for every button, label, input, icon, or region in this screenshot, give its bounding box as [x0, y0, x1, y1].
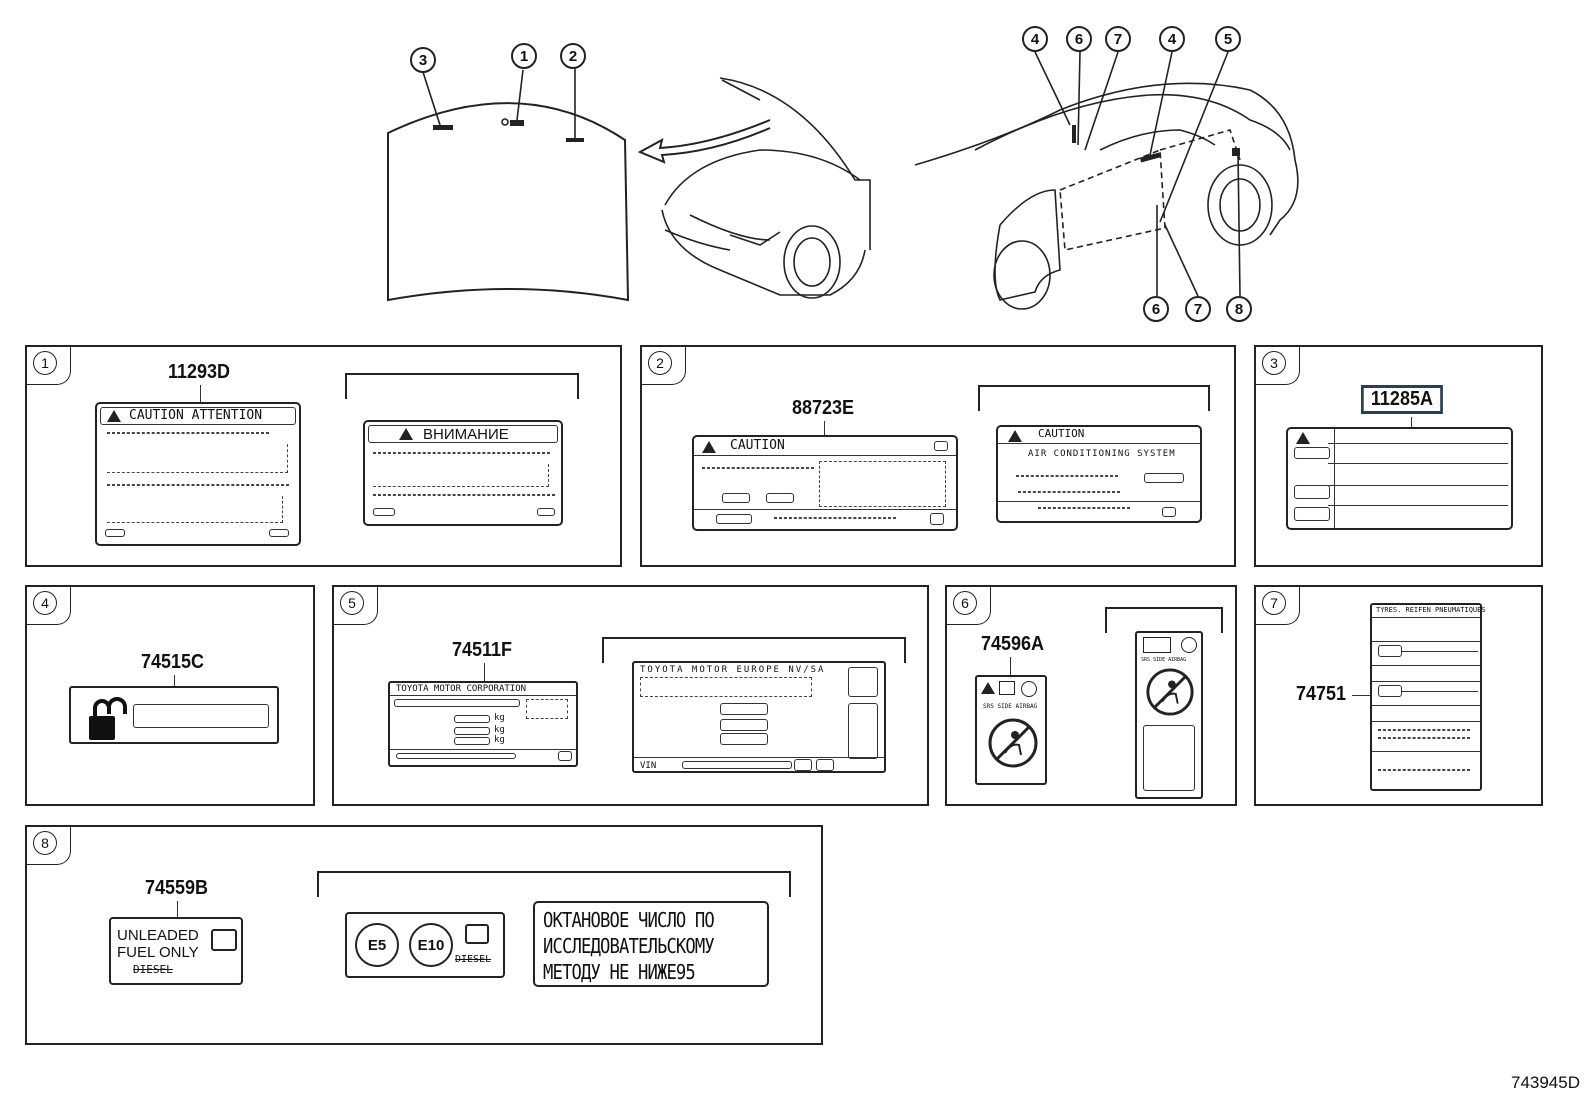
part-number: 74751: [1296, 683, 1347, 705]
panel-number-badge: 7: [1254, 585, 1300, 625]
panel-8: 8 74559B UNLEADED FUEL ONLY DIESEL E5 E1…: [25, 825, 823, 1045]
panel-7: 7 74751 TYRES. REIFEN PNEUMATIQUES: [1254, 585, 1543, 806]
unleaded-fuel-text: UNLEADED FUEL ONLY: [117, 927, 199, 961]
panel-number-badge: 2: [640, 345, 686, 385]
info-label: [1286, 427, 1513, 530]
side-callout-5: 5: [1215, 26, 1241, 52]
caution-caption-b: CAUTION: [1038, 427, 1085, 440]
side-callout-7a: 7: [1105, 26, 1131, 52]
panel-5: 5 74511F TOYOTA MOTOR CORPORATION kg kg …: [332, 585, 929, 806]
caution-caption: CAUTION: [730, 438, 785, 453]
caution-label-english: CAUTION ATTENTION: [95, 402, 301, 546]
part-number: 74559B: [145, 877, 209, 899]
hood-callout-1: 1: [511, 43, 537, 69]
side-callout-4b: 4: [1159, 26, 1185, 52]
side-callout-6a: 6: [1066, 26, 1092, 52]
ac-system-text: AIR CONDITIONING SYSTEM: [1028, 449, 1176, 459]
lock-label: [69, 686, 279, 744]
variant-bracket: [1105, 607, 1223, 633]
no-child-seat-icon: [1146, 668, 1194, 716]
e5-badge: E5: [355, 923, 399, 967]
panel-4: 4 74515C: [25, 585, 315, 806]
octane-label-russian: ОКТАНОВОЕ ЧИСЛО ПО ИССЛЕДОВАТЕЛЬСКОМУ МЕ…: [533, 901, 769, 987]
side-callout-4a: 4: [1022, 26, 1048, 52]
caution-caption: CAUTION ATTENTION: [129, 408, 263, 423]
tyre-label-title: TYRES. REIFEN PNEUMATIQUES: [1376, 606, 1486, 614]
vin-label: VIN: [640, 761, 657, 771]
unit-kg: kg: [494, 725, 505, 735]
panel-number-badge: 3: [1254, 345, 1300, 385]
variant-bracket: [602, 637, 906, 663]
caution-label-russian: ВНИМАНИЕ: [363, 420, 563, 526]
part-number: 11285A: [1361, 385, 1443, 414]
ac-caution-label-a: CAUTION: [692, 435, 958, 531]
panel-number-badge: 5: [332, 585, 378, 625]
part-number: 11293D: [168, 361, 231, 383]
vehicle-overview-illustration: [387, 51, 1299, 310]
panel-number-badge: 8: [25, 825, 71, 865]
panel-number-badge: 1: [25, 345, 71, 385]
panel-6: 6 74596A SRS SIDE AIRBAG SRS SIDE AIRBAG: [945, 585, 1237, 806]
diesel-crossed-text-2: DIESEL: [455, 954, 492, 965]
airbag-text-b: SRS SIDE AIRBAG: [1141, 657, 1187, 663]
vin-plate-a: TOYOTA MOTOR CORPORATION kg kg kg: [388, 681, 578, 767]
figure-id: 743945D: [1510, 1073, 1580, 1092]
airbag-text: SRS SIDE AIRBAG: [983, 703, 1038, 710]
side-callout-6b: 6: [1143, 296, 1169, 322]
part-number: 88723E: [792, 397, 855, 419]
panel-3: 3 11285A: [1254, 345, 1543, 567]
side-callout-7b: 7: [1185, 296, 1211, 322]
octane-text: ОКТАНОВОЕ ЧИСЛО ПО ИССЛЕДОВАТЕЛЬСКОМУ МЕ…: [543, 908, 715, 984]
variant-bracket: [317, 871, 791, 897]
unleaded-fuel-label: UNLEADED FUEL ONLY DIESEL: [109, 917, 243, 985]
direction-arrow: [637, 119, 771, 164]
lock-icon: [89, 697, 127, 740]
hood-panel-drawing: [387, 69, 630, 302]
part-number: 74515C: [141, 651, 205, 673]
unit-kg: kg: [494, 735, 505, 745]
e5-e10-label: E5 E10 DIESEL: [345, 912, 505, 978]
vin-plate-b: TOYOTA MOTOR EUROPE NV/SA VIN: [632, 661, 886, 773]
tyre-pressure-label: TYRES. REIFEN PNEUMATIQUES: [1370, 603, 1486, 791]
panel-number-badge: 4: [25, 585, 71, 625]
car-side-drawing: [914, 51, 1299, 310]
part-number: 74511F: [452, 639, 513, 661]
side-callout-8: 8: [1226, 296, 1252, 322]
variant-bracket: [345, 373, 579, 399]
ac-caution-label-b: CAUTION AIR CONDITIONING SYSTEM: [996, 425, 1202, 523]
maker-text: TOYOTA MOTOR CORPORATION: [396, 684, 527, 694]
variant-bracket: [978, 385, 1210, 411]
hood-callout-2: 2: [560, 43, 586, 69]
hood-callout-3: 3: [410, 47, 436, 73]
car-front-drawing: [661, 77, 871, 299]
panel-2: 2 88723E CAUTION CAUTION AIR CONDITIONIN…: [640, 345, 1236, 567]
maker-text-b: TOYOTA MOTOR EUROPE NV/SA: [640, 665, 826, 675]
e10-badge: E10: [409, 923, 453, 967]
diesel-crossed-text: DIESEL: [133, 963, 173, 976]
airbag-label-a: SRS SIDE AIRBAG: [975, 675, 1047, 785]
caution-caption-ru: ВНИМАНИЕ: [423, 426, 509, 443]
panel-number-badge: 6: [945, 585, 991, 625]
panel-1: 1 11293D CAUTION ATTENTION ВНИМАНИЕ: [25, 345, 622, 567]
part-number: 74596A: [981, 633, 1045, 655]
unit-kg: kg: [494, 713, 505, 723]
airbag-label-b: SRS SIDE AIRBAG: [1135, 631, 1203, 799]
no-child-seat-icon: [988, 718, 1038, 768]
